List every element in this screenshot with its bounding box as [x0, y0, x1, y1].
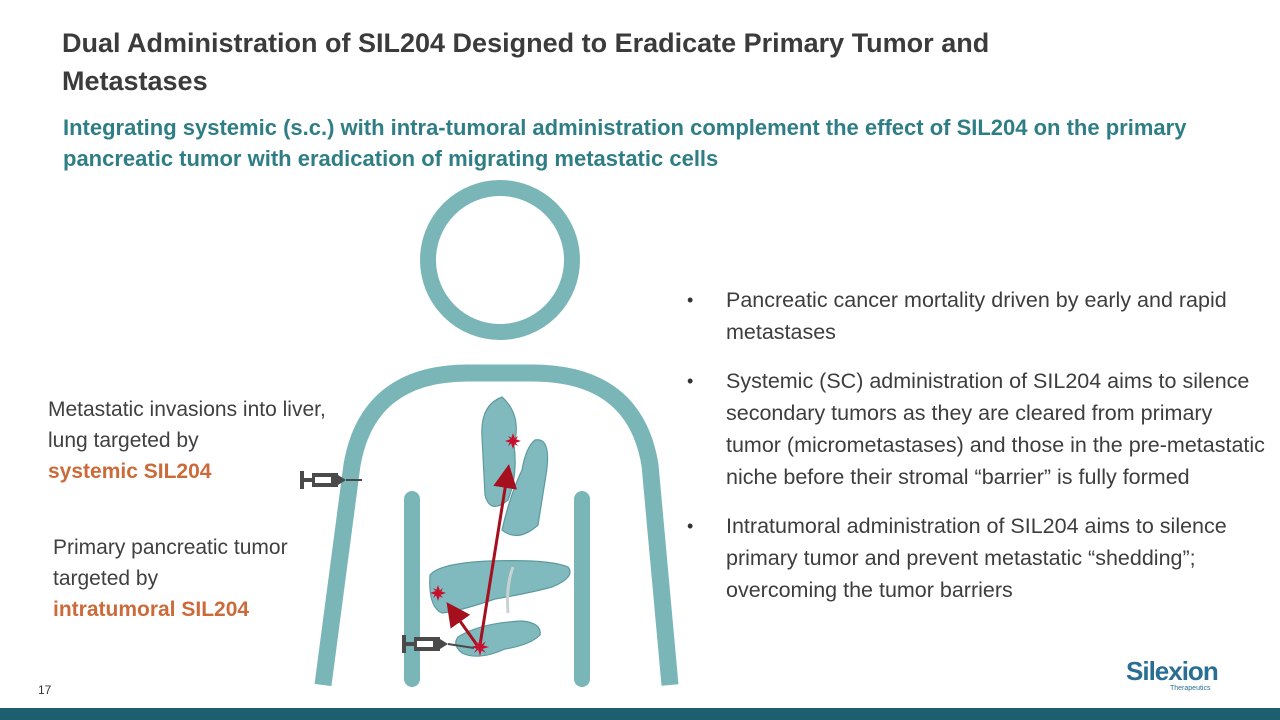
bullet-item: • Systemic (SC) administration of SIL204… [682, 365, 1272, 493]
bile-duct [506, 566, 515, 614]
bullet-item: • Intratumoral administration of SIL204 … [682, 510, 1272, 606]
bullet-text: Pancreatic cancer mortality driven by ea… [726, 288, 1227, 344]
caption-metastatic-text: Metastatic invasions into liver, lung ta… [48, 398, 326, 452]
left-arm-line [404, 491, 420, 687]
footer-bar [0, 708, 1280, 720]
caption-primary-text: Primary pancreatic tumor targeted by [53, 536, 288, 590]
caption-primary-highlight: intratumoral SIL204 [53, 598, 250, 621]
tumor-pancreas [471, 638, 489, 656]
bullet-item: • Pancreatic cancer mortality driven by … [682, 284, 1272, 348]
arrow-to-liver [446, 602, 479, 646]
caption-metastatic: Metastatic invasions into liver, lung ta… [48, 394, 348, 487]
syringe-systemic-icon [300, 471, 362, 489]
bullet-text: Intratumoral administration of SIL204 ai… [726, 514, 1227, 602]
lung-left [501, 439, 549, 536]
right-arm-line [574, 491, 590, 687]
slide-title: Dual Administration of SIL204 Designed t… [62, 28, 990, 96]
bullet-text: Systemic (SC) administration of SIL204 a… [726, 369, 1265, 489]
head-outline [420, 180, 580, 340]
bullet-list: • Pancreatic cancer mortality driven by … [682, 284, 1272, 623]
body-illustration [300, 180, 679, 687]
arrow-to-lung [478, 464, 518, 646]
tumor-lung [505, 433, 521, 449]
lung-right [481, 396, 517, 507]
liver [429, 560, 571, 614]
caption-primary: Primary pancreatic tumor targeted by int… [53, 532, 313, 625]
pancreas [455, 620, 541, 657]
torso-outline [314, 364, 679, 687]
logo-name: Silexion [1126, 656, 1219, 686]
caption-metastatic-highlight: systemic SIL204 [48, 460, 212, 483]
syringe-intratumoral-icon [402, 635, 475, 653]
silexion-logo: Silexion Therapeutics [1126, 656, 1226, 696]
logo-tagline: Therapeutics [1170, 685, 1211, 692]
page-number: 17 [38, 683, 52, 697]
slide-subtitle: Integrating systemic (s.c.) with intra-t… [63, 115, 1187, 171]
bullet-dot: • [687, 290, 694, 310]
tumor-liver [430, 585, 446, 601]
bullet-dot: • [687, 371, 694, 391]
bullet-dot: • [687, 516, 694, 536]
